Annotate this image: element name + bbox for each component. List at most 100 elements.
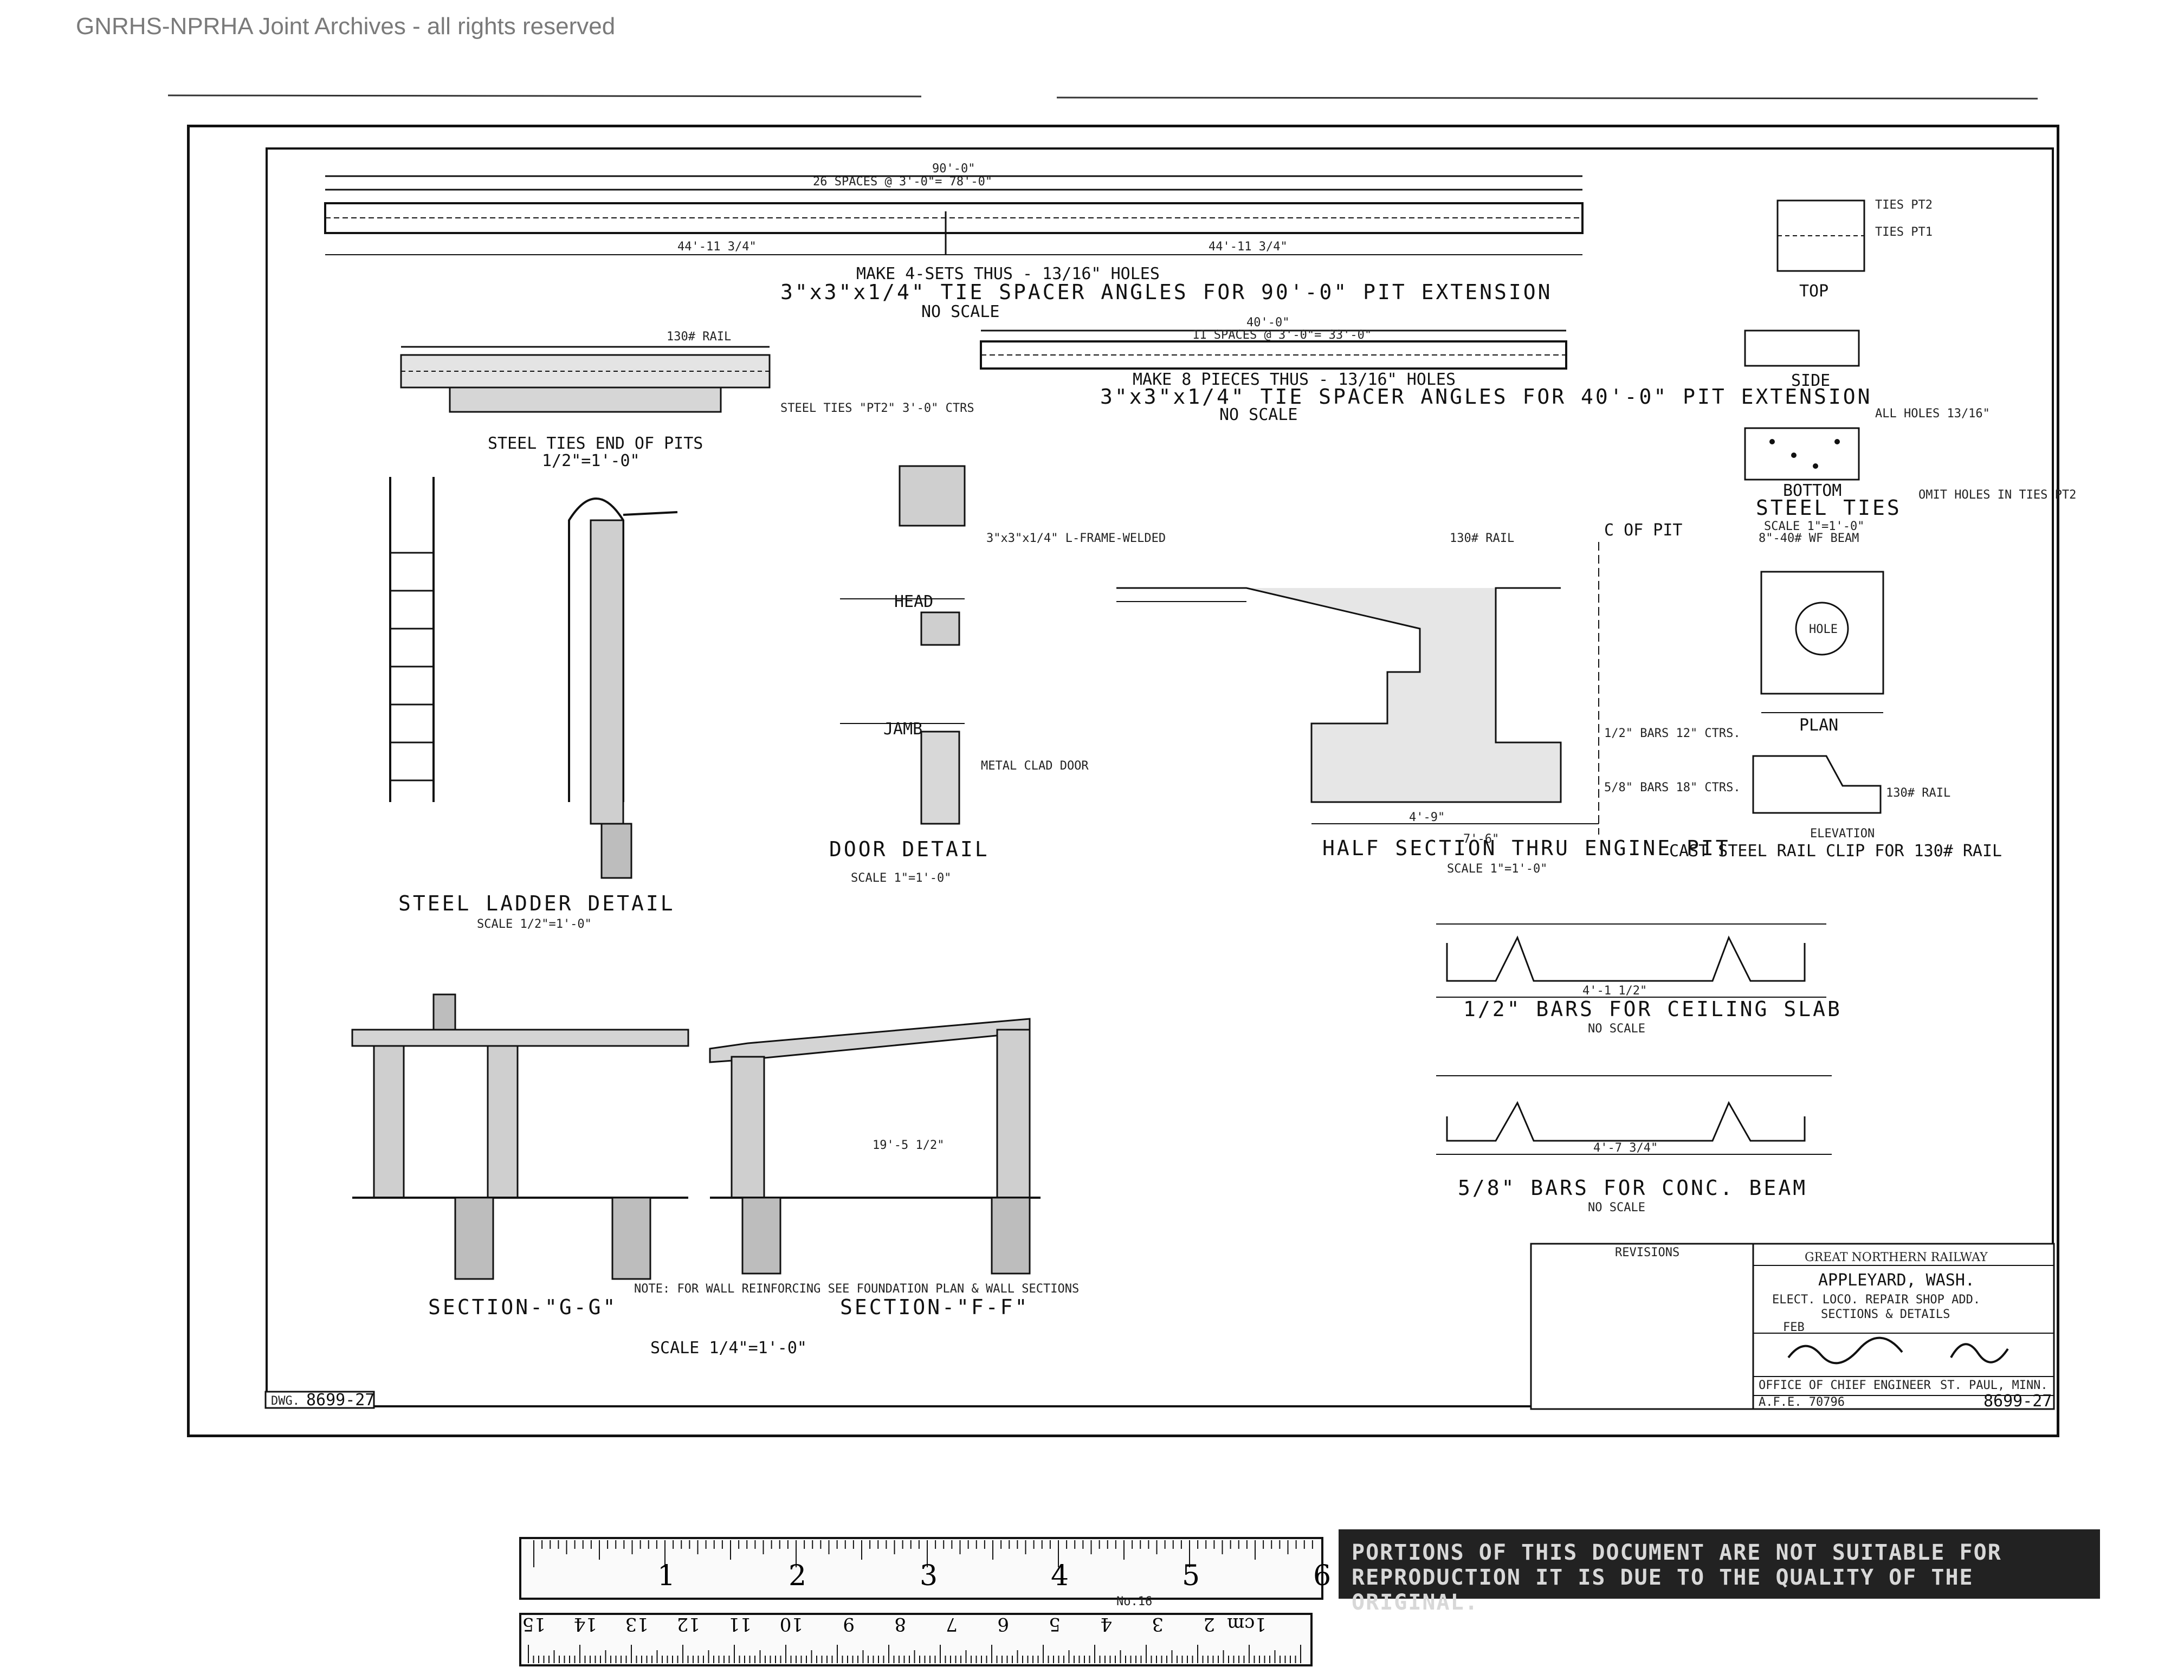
ruler-inch-label: 4 (1051, 1560, 1069, 1592)
beam-bars-scale: NO SCALE (1588, 1201, 1645, 1214)
ruler-cm-label: 2 (1203, 1613, 1215, 1635)
ruler-inch-label: 5 (1182, 1560, 1200, 1592)
svg-text:44'-11 3/4": 44'-11 3/4" (1209, 240, 1288, 254)
svg-text:90'-0": 90'-0" (932, 162, 975, 176)
svg-text:1/2" BARS 12" CTRS.: 1/2" BARS 12" CTRS. (1604, 727, 1741, 740)
center-of-pit-label: C OF PIT (1604, 521, 1683, 540)
ceiling-slab-bars-drawing: 4'-1 1/2" (1436, 923, 1826, 998)
title-block (1530, 1243, 2055, 1410)
revisions-header: REVISIONS (1615, 1246, 1679, 1259)
rail-clip-plan-label: PLAN (1799, 716, 1838, 735)
steel-ties-title: STEEL TIES (1756, 496, 1902, 520)
steel-ties-beam: 8"-40# WF BEAM (1759, 532, 1859, 545)
ladder-scale: SCALE 1/2"=1'-0" (477, 917, 592, 931)
svg-text:40'-0": 40'-0" (1246, 316, 1289, 329)
door-head-label: HEAD (894, 592, 933, 611)
ruler-cm-label: 15 (522, 1613, 546, 1635)
svg-text:4'-9": 4'-9" (1409, 811, 1445, 824)
rail-clip-title: CAST STEEL RAIL CLIP FOR 130# RAIL (1669, 842, 2002, 861)
ruler-cm-label: 10 (780, 1613, 803, 1635)
svg-text:3"x3"x1/4" L-FRAME-WELDED: 3"x3"x1/4" L-FRAME-WELDED (986, 532, 1166, 545)
ruler-inch-label: 6 (1313, 1560, 1331, 1592)
title-office: OFFICE OF CHIEF ENGINEER (1759, 1379, 1931, 1392)
svg-text:TIES PT1: TIES PT1 (1875, 225, 1933, 239)
drawing-frame (266, 147, 2054, 1407)
svg-text:HOLE: HOLE (1809, 623, 1838, 636)
svg-text:130# RAIL: 130# RAIL (667, 330, 731, 344)
ruler-cm-label: 7 (946, 1613, 958, 1635)
half-section-scale: SCALE 1"=1'-0" (1447, 862, 1547, 876)
rail-clip-elevation-label: ELEVATION (1810, 827, 1875, 841)
door-detail-scale: SCALE 1"=1'-0" (851, 871, 951, 885)
drawing-number-left: 8699-27 (306, 1391, 374, 1410)
ruler-cm-label: 3 (1152, 1613, 1164, 1635)
title-city: ST. PAUL, MINN. (1940, 1379, 2048, 1392)
steel-ties-bottom-label: BOTTOM (1783, 481, 1841, 500)
tie-spacer-1-scale: NO SCALE (921, 302, 1000, 321)
archive-watermark: GNRHS-NPRHA Joint Archives - all rights … (76, 13, 616, 40)
door-detail-drawing: 3"x3"x1/4" L-FRAME-WELDED METAL CLAD DOO… (840, 465, 1166, 825)
ruler-cm-label: 6 (997, 1613, 1009, 1635)
steel-ties-end-of-pits: 130# RAIL STEEL TIES "PT2" 3'-0" CTRS (400, 330, 974, 415)
tie-spacer-2-title: 3"x3"x1/4" TIE SPACER ANGLES FOR 40'-0" … (1100, 385, 1872, 409)
svg-text:METAL CLAD DOOR: METAL CLAD DOOR (981, 759, 1089, 773)
title-line-1: ELECT. LOCO. REPAIR SHOP ADD. (1772, 1293, 1980, 1307)
steel-ties-detail: TIES PT2 TIES PT1 ALL HOLES 13/16" OMIT … (1744, 198, 2076, 502)
svg-text:26 SPACES @ 3'-0"= 78'-0": 26 SPACES @ 3'-0"= 78'-0" (813, 175, 992, 189)
ruler-cm-label: 11 (728, 1613, 752, 1635)
beam-bars-title: 5/8" BARS FOR CONC. BEAM (1458, 1176, 1807, 1200)
ruler-cm-label: 9 (843, 1613, 855, 1635)
steel-ladder-drawing (389, 477, 678, 879)
svg-text:130# RAIL: 130# RAIL (1886, 786, 1950, 800)
svg-text:19'-5 1/2": 19'-5 1/2" (873, 1139, 944, 1152)
svg-text:4'-1 1/2": 4'-1 1/2" (1582, 984, 1647, 998)
section-g-g-drawing (351, 993, 689, 1280)
tie-spacer-2-scale: NO SCALE (1219, 405, 1298, 424)
section-g-title: SECTION-"G-G" (428, 1295, 617, 1319)
tie-spacer-angle-90ft: 44'-11 3/4" 44'-11 3/4" 26 SPACES @ 3'-0… (324, 162, 1584, 255)
steel-ties-scale: SCALE 1"=1'-0" (1764, 520, 1864, 533)
title-location: APPLEYARD, WASH. (1818, 1271, 1975, 1290)
ceiling-bars-scale: NO SCALE (1588, 1022, 1645, 1036)
half-section-drawing: 4'-9" 7'-6" 1/2" BARS 12" CTRS. 5/8" BAR… (1116, 542, 1741, 846)
ruler-cm-label: 12 (677, 1613, 700, 1635)
steel-ties-end-title: STEEL TIES END OF PITS (488, 434, 703, 453)
ruler-cm-label: 14 (574, 1613, 597, 1635)
steel-ties-top-label: TOP (1799, 282, 1828, 301)
half-section-title: HALF SECTION THRU ENGINE PIT (1322, 836, 1730, 860)
quality-notice: PORTIONS OF THIS DOCUMENT ARE NOT SUITAB… (1339, 1529, 2100, 1615)
ruler-cm-label: 1cm (1227, 1613, 1267, 1635)
drawing-number: 8699-27 (1983, 1392, 2052, 1411)
title-afe: A.F.E. 70796 (1759, 1395, 1845, 1409)
svg-text:4'-7 3/4": 4'-7 3/4" (1593, 1141, 1658, 1155)
ruler-cm-label: 5 (1049, 1613, 1061, 1635)
svg-text:ALL HOLES 13/16": ALL HOLES 13/16" (1875, 407, 1990, 421)
half-section-rail-label: 130# RAIL (1450, 532, 1514, 545)
ruler-inch-label: 1 (657, 1560, 675, 1592)
svg-text:OMIT HOLES IN TIES PT2: OMIT HOLES IN TIES PT2 (1918, 488, 2076, 502)
ruler-model: No.16 (1116, 1595, 1152, 1608)
ruler-cm-label: 8 (894, 1613, 906, 1635)
sections-note: NOTE: FOR WALL REINFORCING SEE FOUNDATIO… (634, 1282, 1079, 1296)
door-detail-title: DOOR DETAIL (829, 837, 990, 861)
railway-name: GREAT NORTHERN RAILWAY (1805, 1251, 1988, 1264)
ruler-cm-label: 4 (1100, 1613, 1112, 1635)
rail-clip-detail: HOLE 130# RAIL (1752, 571, 1950, 814)
ruler-inch-label: 2 (789, 1560, 806, 1592)
beam-bars-drawing: 4'-7 3/4" (1436, 1075, 1832, 1155)
ruler-cm-label: 13 (625, 1613, 649, 1635)
svg-text:5/8" BARS 18" CTRS.: 5/8" BARS 18" CTRS. (1604, 781, 1741, 794)
ladder-title: STEEL LADDER DETAIL (398, 891, 675, 915)
tie-spacer-1-title: 3"x3"x1/4" TIE SPACER ANGLES FOR 90'-0" … (780, 280, 1553, 304)
svg-text:11 SPACES @ 3'-0"= 33'-0": 11 SPACES @ 3'-0"= 33'-0" (1192, 328, 1372, 342)
section-f-f-drawing: 19'-5 1/2" (709, 1018, 1041, 1275)
section-f-title: SECTION-"F-F" (840, 1295, 1029, 1319)
tie-spacer-2-note: MAKE 8 PIECES THUS - 13/16" HOLES (1133, 370, 1456, 389)
svg-text:44'-11 3/4": 44'-11 3/4" (677, 240, 757, 254)
tie-spacer-angle-40ft: 11 SPACES @ 3'-0"= 33'-0" 40'-0" (980, 316, 1567, 370)
sections-scale: SCALE 1/4"=1'-0" (650, 1339, 807, 1358)
svg-text:TIES PT2: TIES PT2 (1875, 198, 1933, 212)
title-date: FEB (1783, 1321, 1805, 1334)
